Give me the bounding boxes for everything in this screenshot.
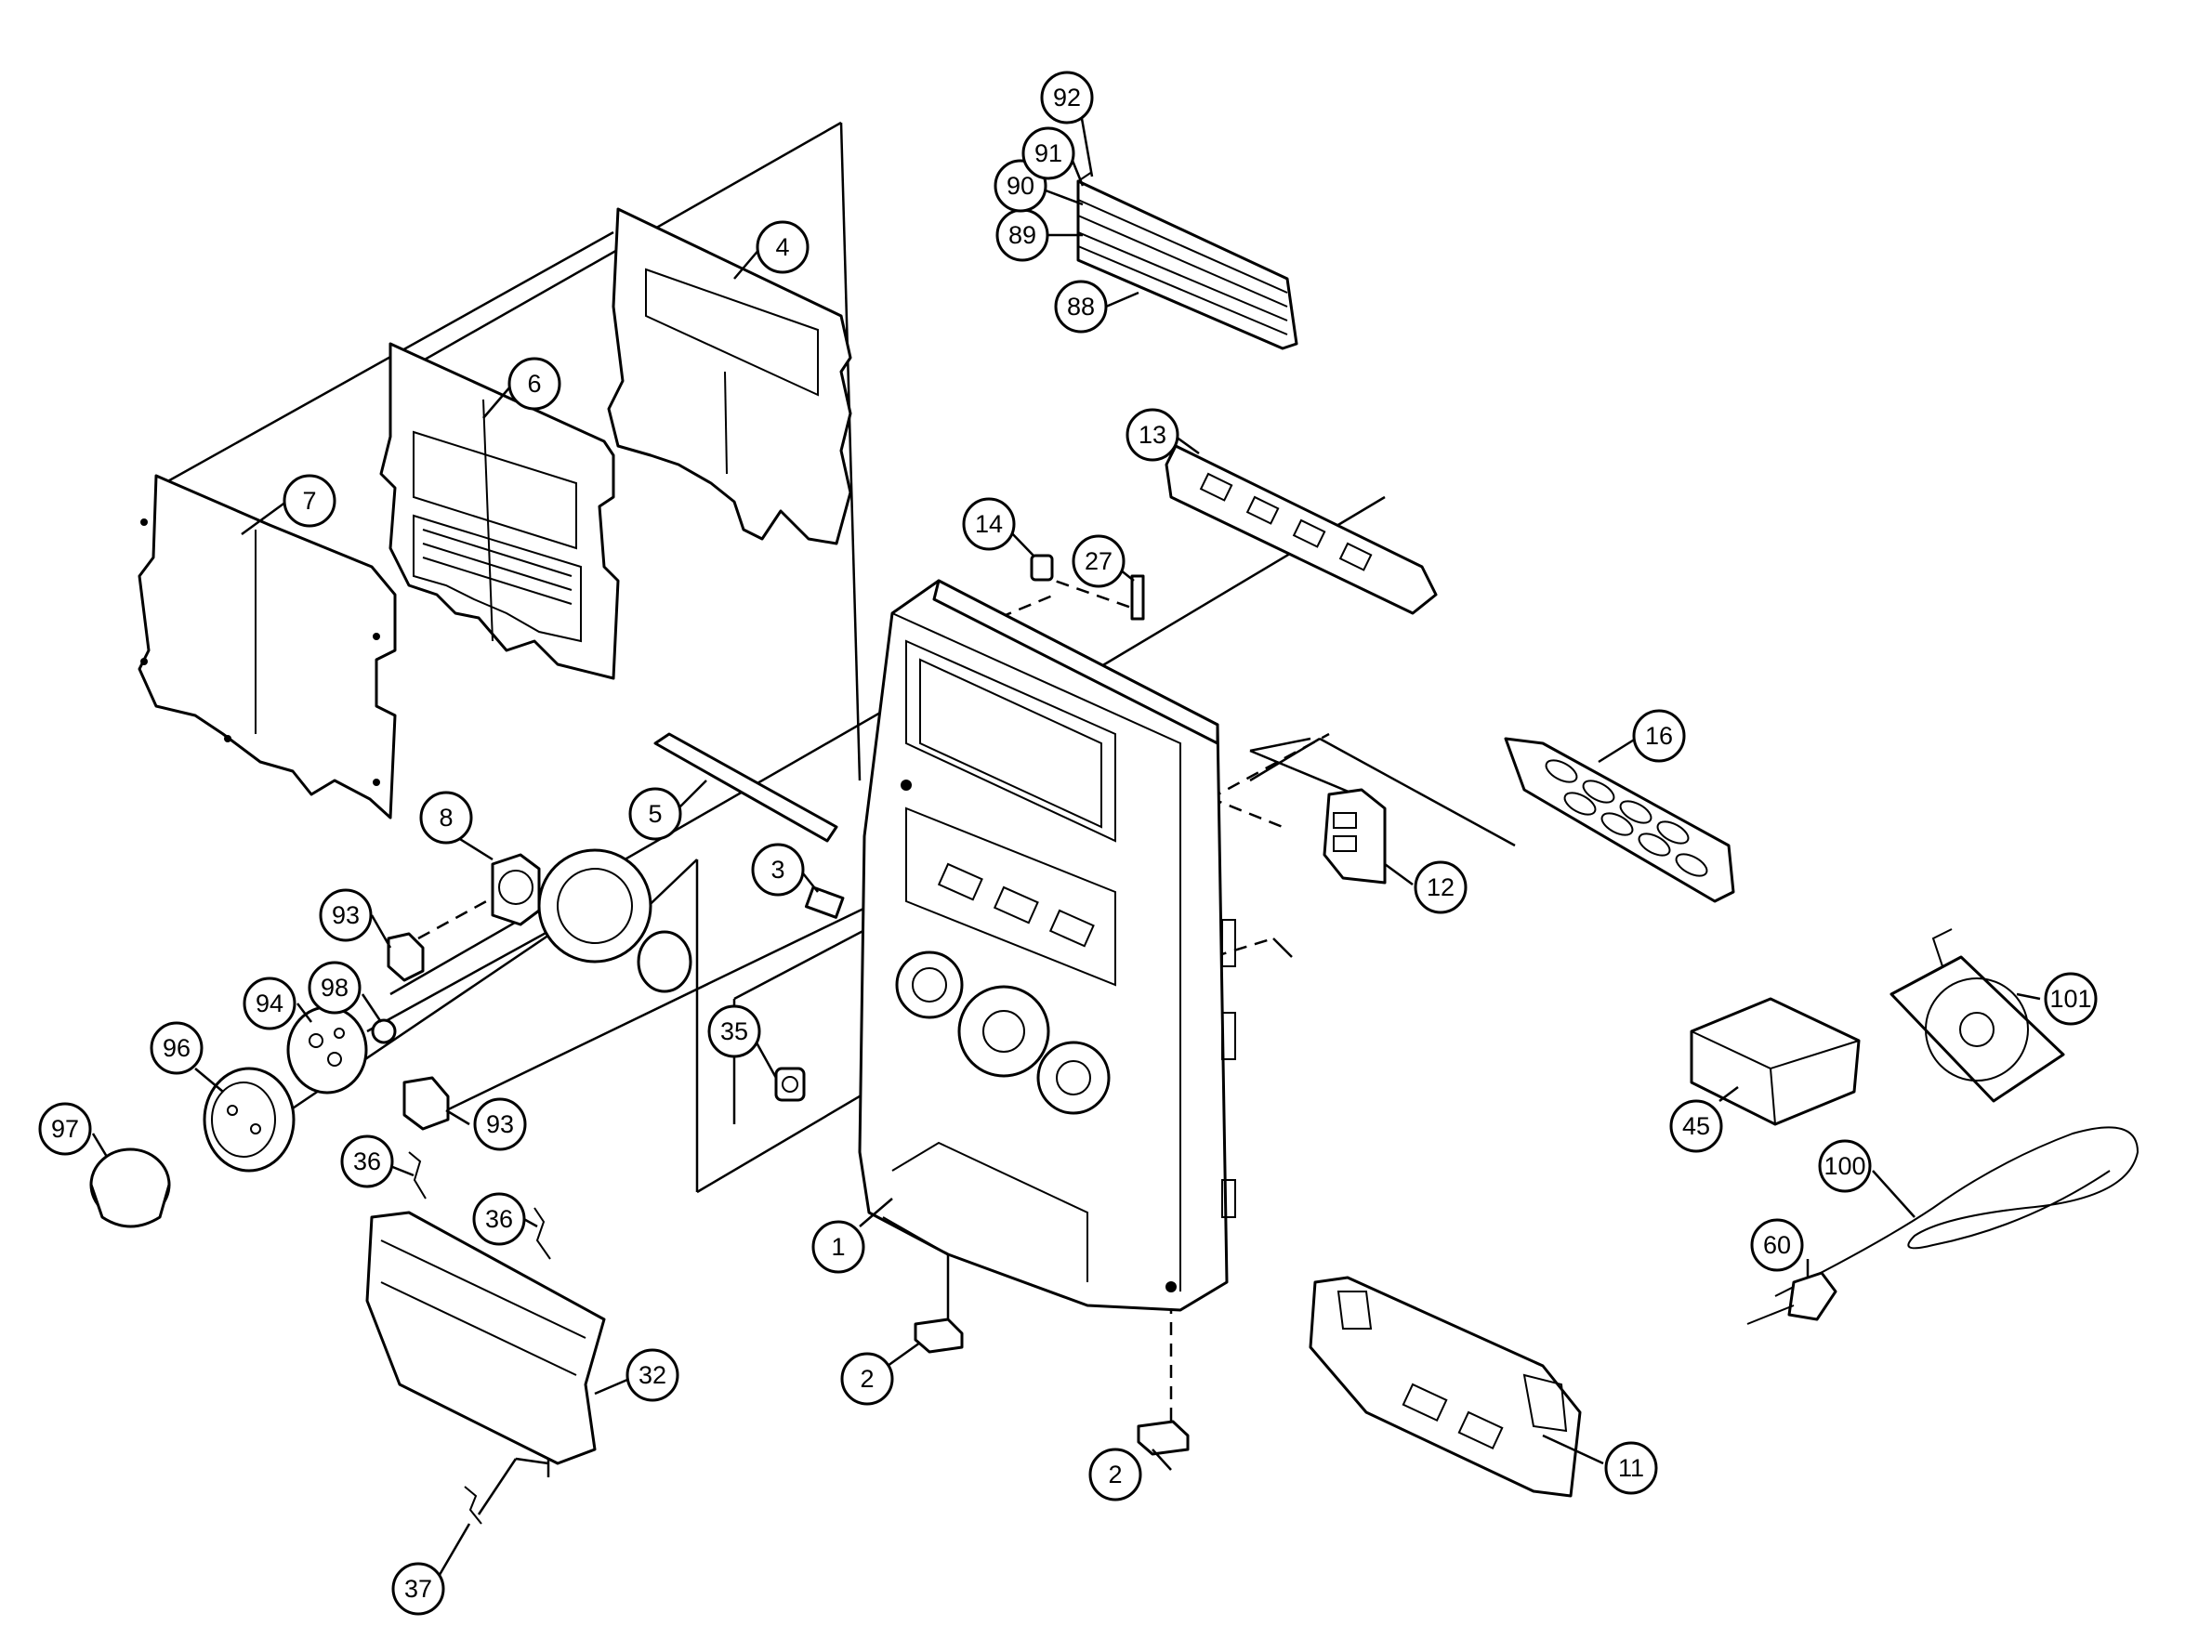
- button-strip-13: [1165, 444, 1438, 615]
- callout-2: 2: [840, 1352, 894, 1406]
- callout-11: 11: [1604, 1441, 1658, 1495]
- callout-93: 93: [319, 888, 373, 942]
- trim-strip-5: [653, 732, 838, 843]
- callouts: 1 2 2 3 4 5 6 7 8 11 12 13 14 16 27 32 3…: [38, 71, 2098, 1616]
- foot-2-left: [914, 1318, 964, 1354]
- callout-98: 98: [308, 961, 362, 1015]
- svg-text:36: 36: [485, 1205, 513, 1233]
- callout-7: 7: [283, 474, 336, 528]
- callout-92: 92: [1040, 71, 1094, 125]
- callout-93: 93: [473, 1097, 527, 1151]
- svg-text:37: 37: [404, 1575, 432, 1603]
- svg-text:3: 3: [770, 856, 784, 884]
- clip-3: [804, 885, 845, 919]
- callout-27: 27: [1072, 534, 1126, 588]
- svg-text:8: 8: [439, 804, 453, 832]
- connector-27: [1130, 574, 1145, 621]
- svg-text:94: 94: [256, 990, 283, 1017]
- callout-96: 96: [150, 1021, 204, 1075]
- clip-14: [1030, 554, 1054, 582]
- svg-text:88: 88: [1067, 293, 1095, 321]
- fan-101: [1889, 928, 2065, 1103]
- callout-100: 100: [1818, 1139, 1872, 1193]
- callout-32: 32: [625, 1348, 679, 1402]
- svg-text:14: 14: [975, 510, 1003, 538]
- panel-6-grille-frame: [379, 342, 620, 680]
- switch-35: [774, 1067, 806, 1102]
- svg-text:35: 35: [720, 1017, 748, 1045]
- foot-2-right: [1137, 1420, 1190, 1456]
- callout-36: 36: [472, 1192, 526, 1246]
- callout-45: 45: [1669, 1099, 1723, 1153]
- svg-text:96: 96: [163, 1034, 191, 1062]
- top-grille-88: [1076, 171, 1298, 350]
- callout-88: 88: [1054, 280, 1108, 334]
- callout-12: 12: [1414, 860, 1468, 914]
- bracket-12: [1323, 788, 1387, 885]
- callout-89: 89: [995, 208, 1049, 262]
- callout-2: 2: [1088, 1448, 1142, 1501]
- callout-4: 4: [756, 220, 810, 274]
- svg-text:60: 60: [1763, 1231, 1791, 1259]
- svg-text:97: 97: [51, 1115, 79, 1143]
- callout-6: 6: [507, 357, 561, 411]
- svg-text:92: 92: [1053, 84, 1081, 111]
- knob-assembly: [89, 848, 692, 1228]
- module-45: [1690, 997, 1861, 1126]
- callout-37: 37: [391, 1562, 445, 1616]
- svg-text:98: 98: [321, 974, 349, 1002]
- callout-16: 16: [1632, 709, 1686, 763]
- callout-94: 94: [243, 977, 296, 1030]
- svg-text:2: 2: [1108, 1461, 1122, 1488]
- callout-3: 3: [751, 843, 805, 897]
- cassette-door-32: [365, 1151, 606, 1525]
- svg-text:90: 90: [1007, 172, 1034, 200]
- svg-text:4: 4: [775, 233, 789, 261]
- side-grille-16: [1504, 737, 1735, 903]
- svg-text:5: 5: [648, 800, 662, 828]
- svg-text:101: 101: [2049, 985, 2091, 1013]
- svg-text:45: 45: [1682, 1112, 1710, 1140]
- callout-8: 8: [419, 791, 473, 845]
- svg-text:6: 6: [527, 370, 541, 398]
- panel-4-baffle: [607, 207, 852, 545]
- svg-text:93: 93: [332, 901, 360, 929]
- svg-text:16: 16: [1645, 722, 1673, 750]
- svg-text:7: 7: [302, 487, 316, 515]
- callout-5: 5: [628, 787, 682, 841]
- power-cord-100: [1746, 1126, 2140, 1325]
- svg-text:89: 89: [1008, 221, 1036, 249]
- svg-text:32: 32: [639, 1361, 666, 1389]
- svg-text:27: 27: [1085, 547, 1113, 575]
- callout-60: 60: [1750, 1218, 1804, 1272]
- svg-text:91: 91: [1034, 139, 1062, 167]
- callout-1: 1: [811, 1220, 865, 1274]
- svg-text:100: 100: [1824, 1152, 1865, 1180]
- bottom-bracket-11: [1309, 1276, 1582, 1498]
- callout-35: 35: [707, 1004, 761, 1058]
- svg-text:12: 12: [1427, 873, 1455, 901]
- svg-text:93: 93: [486, 1110, 514, 1138]
- panel-7-grille: [138, 474, 397, 819]
- svg-text:2: 2: [860, 1365, 874, 1393]
- main-cabinet-1: [858, 579, 1236, 1312]
- callout-101: 101: [2044, 972, 2098, 1026]
- svg-text:13: 13: [1139, 421, 1166, 449]
- svg-text:11: 11: [1618, 1454, 1644, 1482]
- callout-91: 91: [1021, 126, 1075, 180]
- svg-text:1: 1: [831, 1233, 845, 1261]
- callout-13: 13: [1126, 408, 1179, 462]
- callout-14: 14: [962, 497, 1016, 551]
- svg-text:36: 36: [353, 1147, 381, 1175]
- callout-97: 97: [38, 1102, 92, 1156]
- callout-36: 36: [340, 1134, 394, 1188]
